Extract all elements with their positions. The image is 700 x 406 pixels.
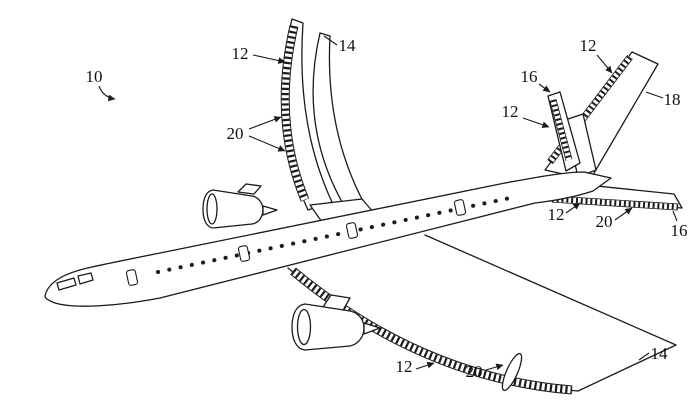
fuselage [44, 171, 612, 307]
far-engine-exhaust-cone [262, 205, 278, 216]
far-engine [202, 183, 278, 229]
ref-label-vertical-stabilizer: 18 [664, 90, 681, 109]
cabin-window-row [156, 196, 512, 274]
leader-vertical-stabilizer-leading-edge [596, 54, 613, 74]
near-wing [287, 234, 677, 395]
ref-label-near-horizontal-stabilizer-leading-edge: 12 [548, 205, 565, 224]
ref-label-near-horizontal-stabilizer-protection: 20 [596, 212, 613, 231]
far-wing [280, 18, 375, 223]
ref-label-near-horizontal-stabilizer: 16 [671, 221, 688, 240]
flap-track-fairing [501, 352, 523, 392]
far-horizontal-stabilizer-leading-edge-band [549, 99, 573, 161]
cabin-door-2 [237, 245, 251, 262]
leader-near-horizontal-stabilizer-leading-edge [565, 202, 581, 214]
near-wing-surface [288, 235, 676, 391]
near-engine-nacelle [291, 303, 365, 351]
cabin-door-1 [125, 269, 139, 286]
ref-label-near-wing: 14 [651, 344, 669, 363]
ref-label-far-wing: 14 [339, 36, 357, 55]
cabin-door-4 [453, 199, 467, 216]
leader-near-horizontal-stabilizer-protection [614, 207, 633, 221]
leader-near-wing-leading-edge [415, 361, 435, 370]
cockpit-window-right [77, 272, 94, 285]
near-wing-leading-edge-band [290, 267, 573, 395]
near-engine [291, 294, 381, 351]
ref-label-aircraft: 10 [86, 67, 103, 86]
leader-far-wing-protection-lower [248, 135, 286, 152]
near-engine-exhaust-cone [363, 322, 381, 335]
far-engine-inlet [206, 193, 218, 225]
far-wing-leading-edge-band [280, 24, 310, 202]
tail-group [537, 51, 683, 211]
ref-label-near-wing-protection: 20 [466, 362, 483, 381]
ref-label-near-wing-leading-edge: 12 [396, 357, 413, 376]
leader-far-wing [323, 35, 338, 46]
far-engine-pylon [237, 183, 262, 195]
leader-far-horizontal-stabilizer [538, 83, 551, 93]
ref-label-far-horizontal-stabilizer-leading-edge: 12 [502, 102, 519, 121]
cabin-door-3 [345, 222, 359, 239]
leader-far-horizontal-stabilizer-leading-edge [522, 117, 550, 128]
leader-near-horizontal-stabilizer [672, 210, 678, 222]
near-engine-inlet [296, 308, 312, 346]
ref-label-far-wing-leading-edge: 12 [232, 44, 249, 63]
fuselage-outline [44, 171, 612, 307]
leader-near-wing [638, 352, 650, 361]
leader-far-wing-protection-upper [248, 116, 282, 130]
annotations: 10 12 14 20 16 12 18 12 12 20 16 12 20 1… [86, 35, 688, 381]
near-horizontal-stabilizer-leading-edge-band [551, 195, 679, 211]
ref-label-vertical-stabilizer-leading-edge: 12 [580, 36, 597, 55]
ref-label-far-horizontal-stabilizer: 16 [521, 67, 538, 86]
leader-near-wing-protection [485, 363, 504, 371]
cockpit-window-left [56, 277, 77, 291]
leader-far-wing-leading-edge [252, 54, 286, 64]
leader-vertical-stabilizer [645, 91, 664, 99]
leader-aircraft [98, 85, 116, 102]
ref-label-far-wing-protection: 20 [227, 124, 244, 143]
far-engine-nacelle [202, 189, 264, 229]
